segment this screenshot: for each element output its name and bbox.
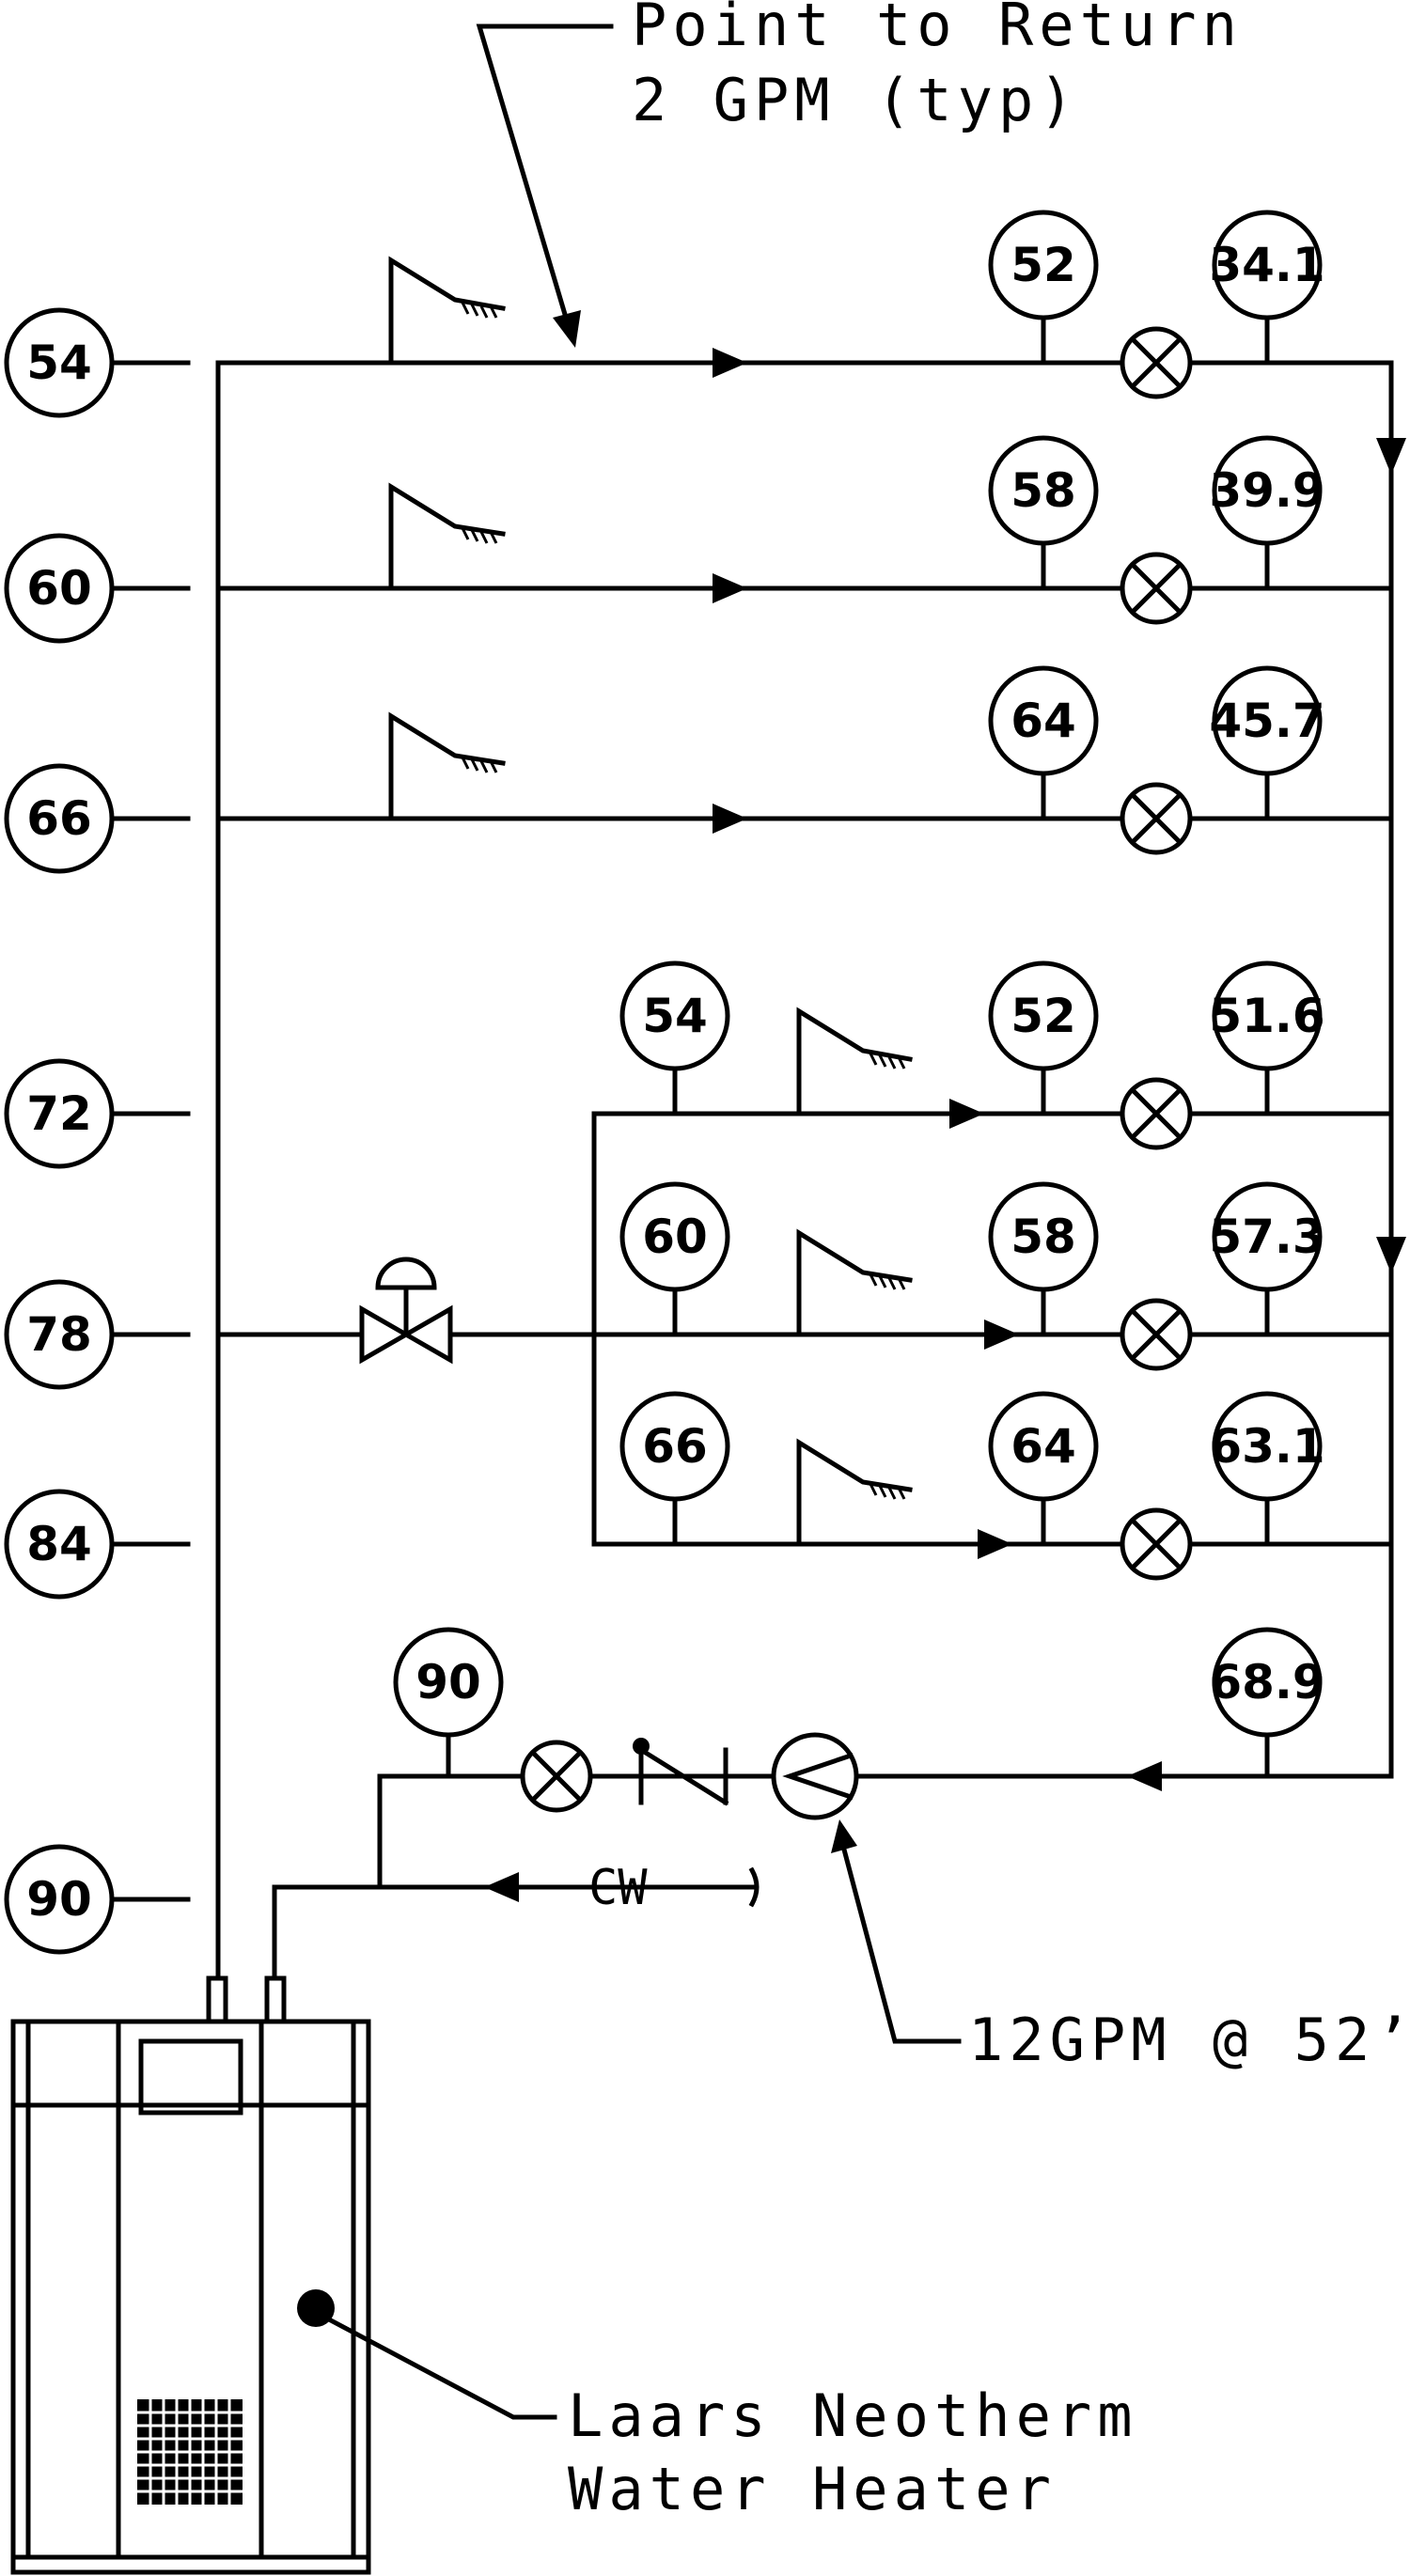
return-main-temperatures: 90 68.9 (393, 1627, 1325, 1779)
return-temp-tag: 63.1 (1209, 1391, 1325, 1547)
floor-tag-90: 90 (4, 1844, 191, 1955)
water-heater (10, 1975, 371, 2575)
temp-label: 45.7 (1209, 694, 1324, 748)
heater-outlet-temp-tag: 90 (393, 1627, 504, 1779)
cw-label: CW (588, 1860, 648, 1916)
temp-label: 52 (1010, 238, 1076, 292)
flow-arrows (484, 348, 1406, 1902)
flow-arrow (1376, 1237, 1406, 1273)
return-temp-tag: 57.3 (1209, 1181, 1325, 1337)
temp-label: 64 (1010, 1419, 1076, 1474)
flow-arrow (713, 804, 747, 834)
temp-label: 58 (1010, 463, 1076, 518)
flow-arrow (713, 573, 747, 603)
temp-label: 57.3 (1209, 1210, 1324, 1264)
floor-tag-78: 78 (4, 1279, 191, 1390)
mixing-valve (359, 1257, 453, 1365)
supply-temp-tag: 52 (988, 210, 1099, 366)
supply-temp-tag: 58 (988, 1181, 1099, 1337)
note-heater-type: Water Heater (568, 2455, 1057, 2523)
supply-temp-tag: 58 (988, 435, 1099, 591)
inlet-temp-tag: 54 (619, 960, 730, 1116)
supply-temp-tag: 52 (988, 960, 1099, 1116)
circulating-pump (771, 1732, 859, 1820)
return-main-temp-tag: 68.9 (1209, 1627, 1325, 1779)
floor-tag-72: 72 (4, 1058, 191, 1169)
floor-tag-66: 66 (4, 763, 191, 874)
note-pump-capacity: 12GPM @ 52’ (968, 2006, 1410, 2074)
fixture-symbol (388, 256, 506, 366)
temp-label: 90 (415, 1655, 481, 1710)
floor-tag-label: 60 (26, 561, 92, 616)
balancing-valve (1120, 552, 1193, 625)
fixture-symbol (388, 482, 506, 591)
temp-label: 34.1 (1209, 238, 1324, 292)
supply-temp-tag: 64 (988, 665, 1099, 821)
floor-tag-60: 60 (4, 533, 191, 644)
flow-arrow (978, 1529, 1012, 1559)
floor-tag-label: 84 (26, 1517, 92, 1571)
annotations: Point to Return 2 GPM (typ) 12GPM @ 52’ … (325, 0, 1410, 2523)
balancing-valves (520, 326, 1193, 1813)
floor-tag-84: 84 (4, 1489, 191, 1600)
temp-label: 68.9 (1209, 1655, 1324, 1710)
lower-branch-temperatures: 54 52 51.6 60 58 57.3 (619, 960, 1325, 1547)
flow-arrow (484, 1872, 519, 1902)
upper-branch-temperatures: 52 34.1 58 39.9 64 45.7 (988, 210, 1325, 821)
inlet-temp-tag: 66 (619, 1391, 730, 1547)
flow-arrow (949, 1099, 984, 1129)
temp-label: 39.9 (1209, 463, 1324, 518)
flow-arrow (984, 1319, 1019, 1350)
balancing-valve (1120, 1077, 1193, 1150)
cold-water-inlet: CW (588, 1860, 760, 1916)
note-point-to-return: Point to Return (632, 0, 1243, 59)
balancing-valve (1120, 1298, 1193, 1371)
return-temp-tag: 51.6 (1209, 960, 1325, 1116)
supply-temp-tag: 64 (988, 1391, 1099, 1547)
fixture-symbol (796, 1438, 913, 1547)
balancing-valve (1120, 1507, 1193, 1581)
fixtures (388, 256, 913, 1547)
fixture-symbol (388, 711, 506, 821)
note-heater-model: Laars Neotherm (568, 2381, 1138, 2450)
temp-label: 66 (642, 1419, 708, 1474)
return-temp-tag: 45.7 (1209, 665, 1325, 821)
floor-tag-label: 66 (26, 791, 92, 846)
floor-tag-label: 90 (26, 1872, 92, 1927)
balancing-valve (1120, 326, 1193, 399)
temp-label: 60 (642, 1210, 708, 1264)
floor-tag-label: 54 (26, 336, 92, 390)
balancing-valve (520, 1740, 593, 1813)
temp-label: 58 (1010, 1210, 1076, 1264)
flow-arrow (1376, 438, 1406, 475)
temp-label: 51.6 (1209, 989, 1324, 1043)
check-valve (633, 1738, 729, 1806)
floor-tag-54: 54 (4, 307, 191, 418)
fixture-symbol (796, 1228, 913, 1337)
temp-label: 54 (642, 989, 708, 1043)
temp-label: 52 (1010, 989, 1076, 1043)
return-temp-tag: 39.9 (1209, 435, 1325, 591)
floor-level-tags: 54 60 66 72 78 84 90 (4, 307, 191, 1955)
temp-label: 63.1 (1209, 1419, 1324, 1474)
flow-arrow (713, 348, 747, 378)
floor-tag-label: 78 (26, 1307, 92, 1362)
floor-tag-label: 72 (26, 1086, 92, 1141)
flow-arrow (1127, 1761, 1162, 1791)
control-panel-grille (137, 2399, 243, 2505)
return-temp-tag: 34.1 (1209, 210, 1325, 366)
balancing-valve (1120, 782, 1193, 855)
note-flow-rate: 2 GPM (typ) (632, 66, 1080, 134)
temp-label: 64 (1010, 694, 1076, 748)
inlet-temp-tag: 60 (619, 1181, 730, 1337)
fixture-symbol (796, 1007, 913, 1116)
